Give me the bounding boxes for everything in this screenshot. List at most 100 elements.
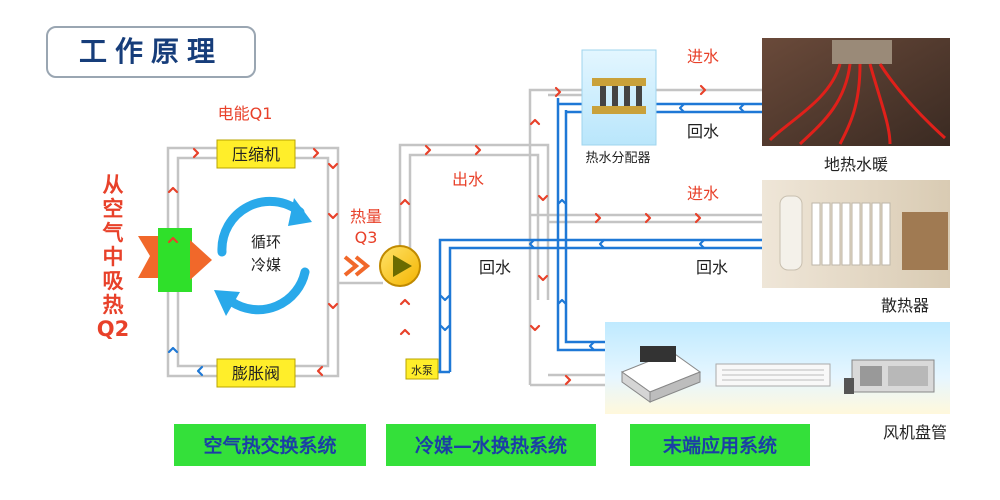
- title-badge: 工作原理: [46, 26, 256, 78]
- air-heat-exchanger: [138, 228, 212, 292]
- circulation-label-2: 冷媒: [251, 256, 281, 274]
- flow-arrow-icon: [192, 147, 200, 159]
- water-pump-box: [405, 358, 439, 380]
- manifold-valve-icon: [600, 86, 606, 106]
- fan-coil-area: 风机盘管: [605, 322, 950, 442]
- electric-energy-label: 电能Q1: [218, 104, 273, 123]
- radiator-image: 散热器: [762, 180, 950, 315]
- flow-arrow-icon: [167, 236, 179, 244]
- flow-arrow-icon: [439, 324, 451, 332]
- heat-q3-label-2: Q3: [355, 228, 378, 247]
- flow-arrow-icon: [694, 212, 702, 224]
- circulation-arrowhead-icon: [288, 198, 312, 226]
- absorb-char: 空: [103, 197, 124, 221]
- radiator-label: 散热器: [881, 296, 929, 315]
- flow-arrow-icon: [598, 238, 606, 250]
- system-label: 冷媒—水换热系统: [415, 434, 567, 457]
- heat-absorb-label: 从 空 气 中 吸 热 Q2: [97, 173, 129, 341]
- heat-q3-label-1: 热量: [350, 207, 382, 226]
- absorb-char: 气: [102, 221, 124, 245]
- manifold: 热水分配器: [581, 49, 657, 166]
- manifold-bar-icon: [592, 78, 646, 86]
- absorb-char: Q2: [97, 317, 129, 341]
- manifold-bar-icon: [592, 106, 646, 114]
- system-box: [630, 424, 810, 466]
- inlet-water-top-label: 进水: [687, 47, 719, 66]
- radiator-icon: [811, 202, 891, 266]
- expansion-valve-box: [216, 358, 296, 388]
- flow-arrow-icon: [424, 144, 432, 156]
- flow-arrow-icon: [678, 102, 686, 114]
- flow-arrow-icon: [474, 144, 482, 156]
- floor-pipes-icon: [768, 63, 947, 146]
- manifold-valve-icon: [636, 86, 642, 106]
- flow-arrow-icon: [556, 298, 568, 306]
- system-terminal-application: 末端应用系统: [630, 424, 810, 466]
- vase-icon: [779, 195, 803, 271]
- system-label: 空气热交换系统: [203, 434, 336, 457]
- compressor-box: [216, 139, 296, 169]
- ducted-unit-icon: [844, 359, 935, 394]
- absorb-char: 热: [103, 293, 124, 317]
- absorb-char: 从: [103, 173, 124, 197]
- manifold-box: [581, 49, 657, 146]
- water-pump-label: 水泵: [411, 364, 433, 377]
- play-icon: [393, 255, 412, 277]
- floor-manifold-icon: [832, 40, 892, 64]
- flow-arrow-icon: [594, 212, 602, 224]
- floor-heating-image: 地热水暖: [762, 38, 950, 174]
- inlet-water-mid-label: 进水: [687, 184, 719, 203]
- hot-flow-arrows: [167, 84, 707, 386]
- heat-transfer-arrows-icon: [343, 255, 371, 277]
- flow-arrow-icon: [327, 212, 339, 220]
- system-box: [386, 424, 596, 466]
- heat-exchanger: [379, 245, 421, 287]
- flow-arrow-icon: [399, 328, 411, 336]
- manifold-valve-icon: [624, 86, 630, 106]
- flow-arrow-icon: [699, 84, 707, 96]
- cold-flow-arrows: [167, 102, 746, 377]
- evaporator-block: [158, 228, 192, 292]
- sofa-icon: [902, 212, 948, 270]
- flow-arrow-icon: [529, 324, 541, 332]
- flow-arrow-icon: [167, 186, 179, 194]
- flow-arrow-icon: [556, 198, 568, 206]
- circulation-arrowhead-icon: [214, 290, 240, 316]
- flow-arrow-icon: [196, 365, 204, 377]
- flow-arrow-icon: [554, 86, 562, 98]
- return-water-top-label: 回水: [687, 122, 719, 141]
- flow-arrow-icon: [399, 298, 411, 306]
- flow-arrow-icon: [537, 194, 549, 202]
- return-water-left-label: 回水: [479, 258, 511, 277]
- compressor-label: 压缩机: [232, 145, 280, 164]
- manifold-label: 热水分配器: [585, 151, 650, 166]
- compressor: 压缩机: [216, 139, 296, 169]
- absorb-arrow-tip-icon: [190, 240, 212, 280]
- flow-arrow-icon: [316, 365, 324, 377]
- title-box: [46, 26, 256, 78]
- flow-arrow-icon: [738, 102, 746, 114]
- flow-arrow-icon: [327, 302, 339, 310]
- system-refrigerant-water: 冷媒—水换热系统: [386, 424, 596, 466]
- system-air-exchange: 空气热交换系统: [174, 424, 366, 466]
- flow-arrow-icon: [327, 162, 339, 170]
- flow-arrow-icon: [167, 346, 179, 354]
- outlet-water-label: 出水: [452, 170, 484, 189]
- flow-arrow-icon: [588, 340, 596, 352]
- expansion-valve: 膨胀阀: [216, 358, 296, 388]
- flow-arrow-icon: [528, 238, 536, 250]
- flow-arrow-icon: [698, 238, 706, 250]
- expansion-valve-label: 膨胀阀: [232, 364, 280, 383]
- circulation-label-1: 循环: [251, 233, 281, 251]
- manifold-valve-icon: [612, 86, 618, 106]
- water-pump: 水泵: [405, 358, 439, 380]
- flow-arrow-icon: [529, 118, 541, 126]
- flow-arrow-icon: [312, 147, 320, 159]
- page-title: 工作原理: [79, 35, 223, 68]
- system-label: 末端应用系统: [663, 434, 777, 457]
- absorb-char: 吸: [103, 269, 125, 293]
- flow-arrow-icon: [644, 212, 652, 224]
- system-box: [174, 424, 366, 466]
- flow-arrow-icon: [537, 274, 549, 282]
- floor-heating-label: 地热水暖: [824, 155, 888, 174]
